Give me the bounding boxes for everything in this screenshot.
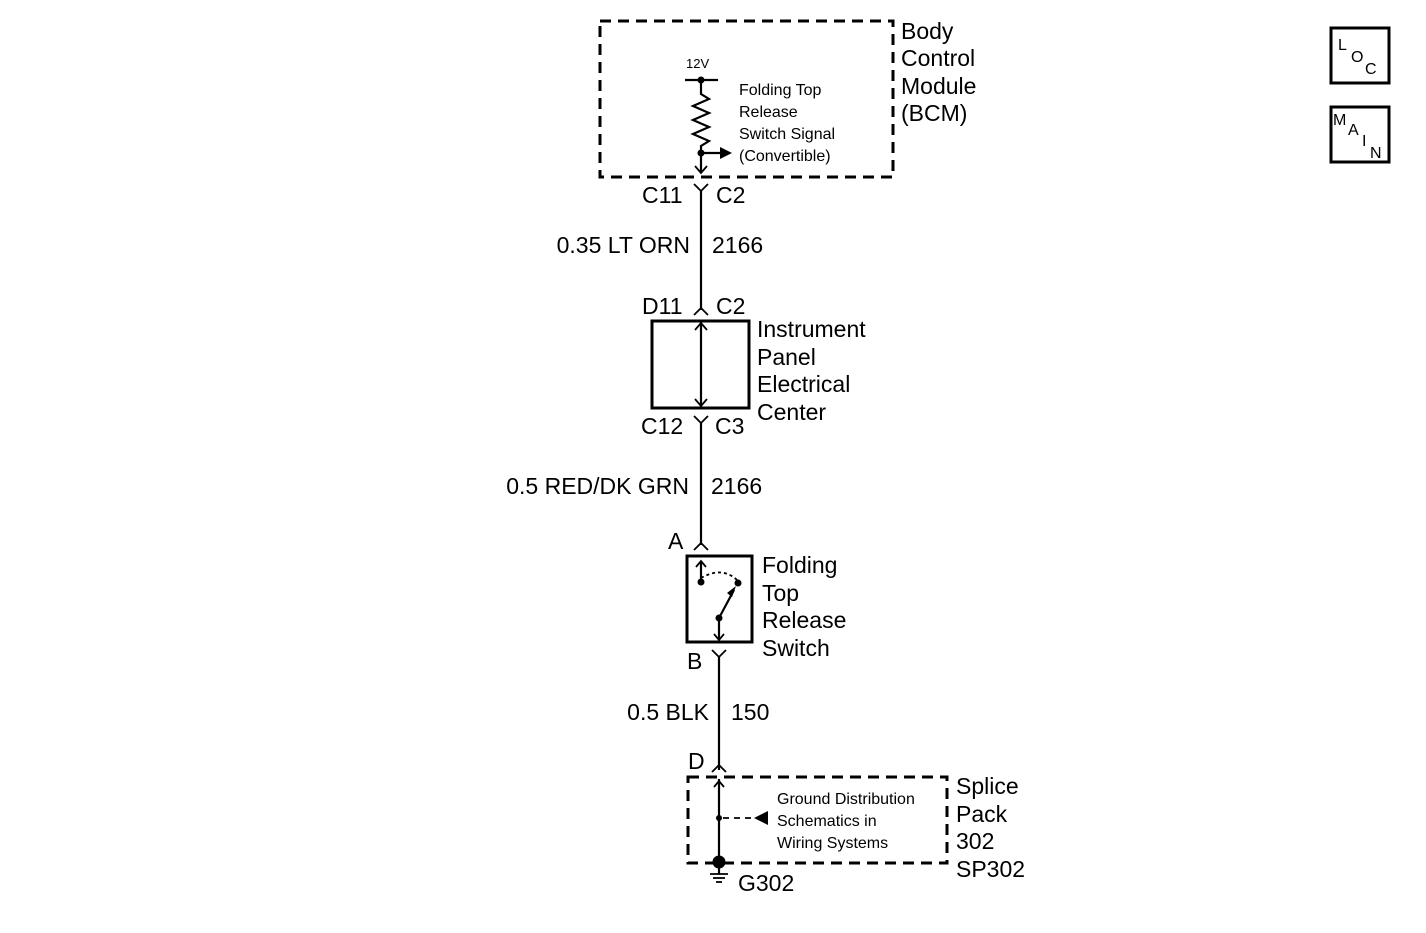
main-button-letter-n: N <box>1370 145 1382 162</box>
main-button-letter-a: A <box>1348 122 1359 139</box>
bcm-connector-left: C11 <box>642 182 683 208</box>
ipec-top-connector-right: C2 <box>716 293 745 319</box>
ipec-top-connector-symbol <box>693 306 709 316</box>
wire-1-spec: 0.35 LT ORN <box>557 232 690 258</box>
wire-2-circuit: 2166 <box>711 473 762 499</box>
switch-contact-upper <box>697 578 705 586</box>
bcm-connector-symbol <box>693 183 709 193</box>
wire-1-circuit: 2166 <box>712 232 763 258</box>
voltage-label: 12V <box>686 56 709 71</box>
switch-box <box>685 554 754 644</box>
bcm-dashed-box <box>598 19 895 179</box>
switch-pin-a-symbol <box>693 541 709 551</box>
signal-label: Folding Top Release Switch Signal (Conve… <box>739 82 840 165</box>
bcm-name-label: Body Control Module (BCM) <box>901 18 983 126</box>
splice-dashed-box <box>686 775 949 865</box>
loc-button-letter-l: L <box>1338 37 1347 54</box>
splice-note: Ground Distribution Schematics in Wiring… <box>777 791 919 852</box>
ipec-top-connector-left: D11 <box>642 293 683 319</box>
ipec-arrow-down <box>694 398 708 408</box>
ground-label: G302 <box>738 870 794 896</box>
instrument-panel-electrical-center: D11 C2 Instrument Panel Electrical Cente… <box>641 293 872 439</box>
splice-pointer-arrowhead <box>754 811 768 825</box>
loc-button-letter-c: C <box>1365 61 1377 78</box>
wire-3: 0.5 BLK 150 <box>627 657 769 770</box>
signal-arrowhead <box>720 147 732 159</box>
body-control-module: 12V Folding Top Release Switch Signal (C… <box>598 18 983 179</box>
splice-name-label: Splice Pack 302 SP302 <box>956 773 1025 882</box>
main-button-letter-m: M <box>1333 112 1346 129</box>
switch-pin-b-symbol <box>711 649 727 659</box>
bcm-wire-arrow <box>694 165 708 175</box>
switch-dashed-link <box>700 571 738 581</box>
switch-pin-a: A <box>668 528 684 554</box>
loc-button[interactable]: L O C <box>1329 26 1391 85</box>
pull-up-resistor <box>690 80 712 172</box>
switch-arrow-down <box>713 633 725 642</box>
ipec-name-label: Instrument Panel Electrical Center <box>757 316 872 425</box>
main-button-frame[interactable] <box>1329 105 1391 164</box>
switch-pin-b: B <box>687 648 702 674</box>
ipec-arrow-up <box>694 321 708 331</box>
bcm-connector: C11 C2 <box>642 182 745 208</box>
ipec-bottom-connector-left: C12 <box>641 413 683 439</box>
switch-blade-tip <box>727 586 736 597</box>
loc-button-letter-o: O <box>1351 49 1363 66</box>
wire-3-circuit: 150 <box>731 699 769 725</box>
ipec-bottom-connector-symbol <box>693 415 709 425</box>
main-button[interactable]: M A I N <box>1329 105 1391 164</box>
main-button-letter-i: I <box>1362 133 1366 150</box>
ground-g302: G302 <box>710 855 794 896</box>
wire-3-spec: 0.5 BLK <box>627 699 709 725</box>
ipec-bottom-connector-right: C3 <box>715 413 744 439</box>
splice-node <box>716 815 722 821</box>
switch-contact-right <box>734 579 742 587</box>
folding-top-release-switch: A Folding Top Release Switch B <box>668 528 853 674</box>
bcm-connector-right: C2 <box>716 182 745 208</box>
loc-button-frame[interactable] <box>1329 26 1391 85</box>
wire-2: 0.5 RED/DK GRN 2166 <box>506 423 762 545</box>
switch-name-label: Folding Top Release Switch <box>762 552 853 661</box>
wire-1: 0.35 LT ORN 2166 <box>557 191 763 310</box>
splice-pack-302: D Ground Distribution Schematics in Wiri… <box>686 748 1025 882</box>
wire-2-spec: 0.5 RED/DK GRN <box>506 473 689 499</box>
switch-arrow-up <box>695 559 707 568</box>
splice-arrow-up <box>713 779 725 788</box>
splice-pin-d: D <box>688 748 705 774</box>
splice-pin-d-symbol <box>711 763 727 773</box>
